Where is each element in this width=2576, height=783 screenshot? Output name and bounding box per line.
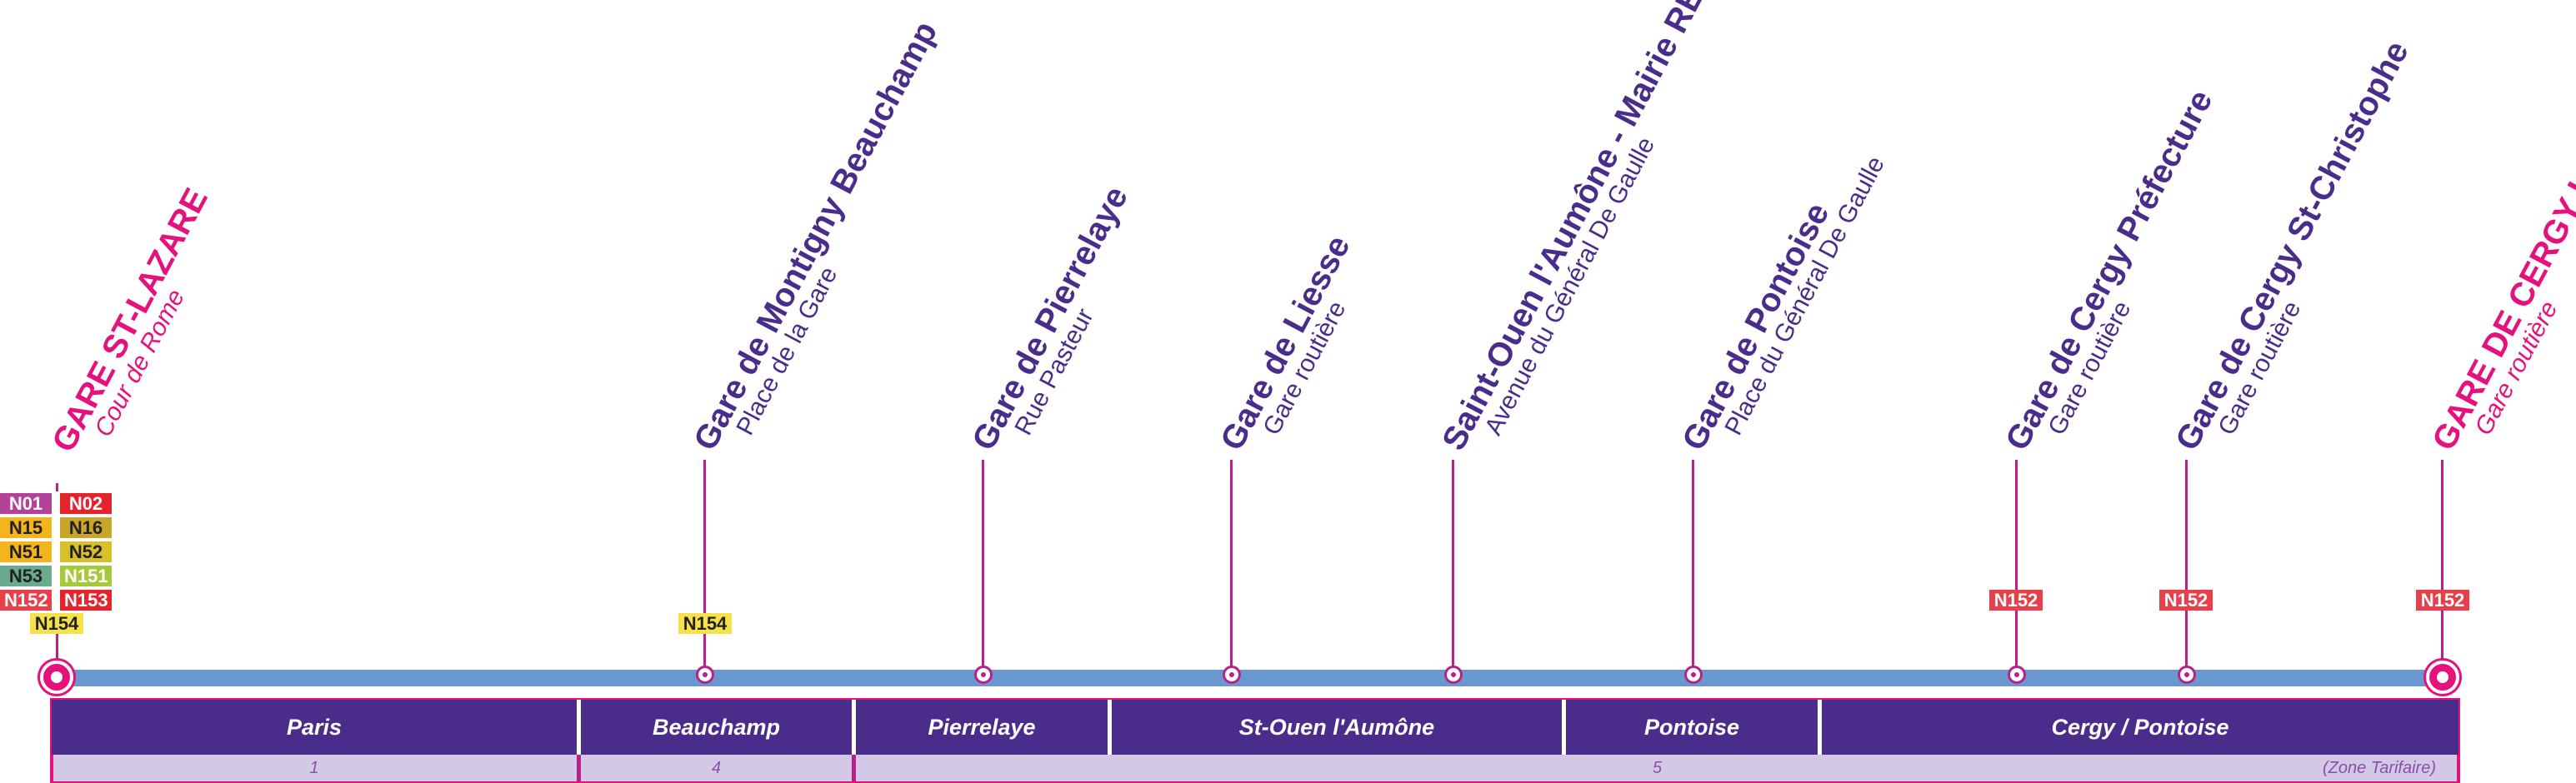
line-badge[interactable]: N152: [2416, 590, 2469, 611]
line-badge[interactable]: N51: [0, 541, 52, 562]
tariff-separator: [577, 755, 581, 781]
stop-stem: [1452, 460, 1454, 668]
stop-dot[interactable]: [1684, 666, 1703, 684]
stop-stem: [2015, 460, 2018, 668]
line-badge[interactable]: N02: [60, 493, 112, 514]
stop-stem: [1230, 460, 1233, 668]
line-badge[interactable]: N152: [0, 590, 52, 611]
stop-stem: [56, 483, 58, 491]
stop-stem: [2441, 460, 2443, 664]
zone-pierrelaye: Pierrelaye: [928, 715, 1036, 740]
tariff-separator: [852, 755, 856, 781]
zone-paris: Paris: [286, 715, 343, 740]
line-badge[interactable]: N16: [60, 517, 112, 538]
line-badge[interactable]: N52: [60, 541, 112, 562]
route-line: [53, 670, 2447, 686]
stop-name: GARE ST-LAZARE: [45, 182, 215, 458]
stop-name: Gare de Cergy Préfecture: [1998, 84, 2220, 456]
zone-separator: [1562, 700, 1566, 755]
line-badge[interactable]: N154: [678, 613, 732, 634]
stop-dot[interactable]: [2008, 666, 2026, 684]
stop-dot[interactable]: [974, 666, 993, 684]
stop-stem: [982, 460, 984, 668]
zone-separator: [1818, 700, 1822, 755]
stop-dot[interactable]: [696, 666, 714, 684]
tariff-zone-1: 1: [309, 759, 319, 777]
zone-pontoise: Pontoise: [1643, 715, 1739, 740]
stop-stem: [703, 460, 706, 668]
stop-stem: [1692, 460, 1694, 668]
terminus-dot[interactable]: [40, 661, 73, 694]
tariff-zone-5: 5: [1652, 759, 1663, 777]
terminus-dot[interactable]: [2426, 661, 2459, 694]
zone-beauchamp: Beauchamp: [652, 715, 781, 740]
commune-zone-row: [52, 700, 2458, 755]
stop-dot[interactable]: [1223, 666, 1241, 684]
stop-name: Gare de Montigny Beauchamp: [687, 15, 945, 456]
zone-cergy-pontoise: Cergy / Pontoise: [2051, 715, 2229, 740]
stop-name: Gare de Pontoise: [1675, 197, 1837, 456]
stop-address: Place de la Gare: [731, 262, 843, 440]
tariff-zone-note: (Zone Tarifaire): [2323, 759, 2436, 777]
stop-name: Gare de Pierrelaye: [965, 180, 1136, 456]
line-badge[interactable]: N153: [60, 590, 112, 611]
zone-separator: [577, 700, 581, 755]
line-badge[interactable]: N152: [2159, 590, 2213, 611]
zone-separator: [1108, 700, 1112, 755]
stop-address: Place du Général De Gaulle: [1719, 152, 1890, 440]
line-badge[interactable]: N15: [0, 517, 52, 538]
line-badge[interactable]: N154: [30, 613, 83, 634]
line-badge[interactable]: N151: [60, 566, 112, 586]
stop-stem: [2185, 460, 2188, 668]
zone-st-ouen: St-Ouen l'Aumône: [1238, 715, 1435, 740]
tariff-zone-4: 4: [711, 759, 722, 777]
stop-dot[interactable]: [1444, 666, 1463, 684]
line-badge[interactable]: N53: [0, 566, 52, 586]
line-badge[interactable]: N01: [0, 493, 52, 514]
stop-stem: [56, 633, 58, 666]
line-badge[interactable]: N152: [1989, 590, 2043, 611]
stop-dot[interactable]: [2178, 666, 2196, 684]
zone-separator: [852, 700, 856, 755]
